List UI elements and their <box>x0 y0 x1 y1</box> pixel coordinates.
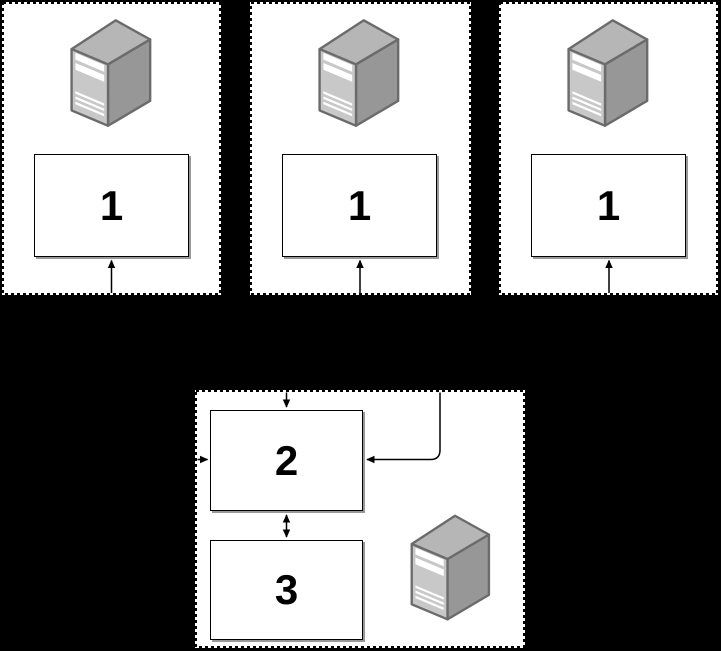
coordinator-group-panel: 2 3 <box>195 390 525 648</box>
server-icon <box>559 16 651 132</box>
node-box-1c: 1 <box>531 154 686 257</box>
node-box-label: 2 <box>274 436 299 484</box>
node-box-label: 1 <box>99 181 124 229</box>
node-box-label: 3 <box>274 566 299 613</box>
server-group-panel-1: 1 <box>2 2 221 295</box>
node-box-3: 3 <box>210 540 363 640</box>
node-box-label: 1 <box>347 181 372 229</box>
server-icon <box>400 512 495 625</box>
server-group-panel-3: 1 <box>499 2 718 295</box>
node-box-2: 2 <box>210 410 363 511</box>
server-icon <box>62 16 154 132</box>
server-icon <box>310 16 402 132</box>
node-box-label: 1 <box>596 181 621 229</box>
node-box-1a: 1 <box>34 154 189 257</box>
server-group-panel-2: 1 <box>250 2 471 295</box>
node-box-1b: 1 <box>282 154 437 257</box>
arrow-curved-into-box2 <box>366 392 441 464</box>
